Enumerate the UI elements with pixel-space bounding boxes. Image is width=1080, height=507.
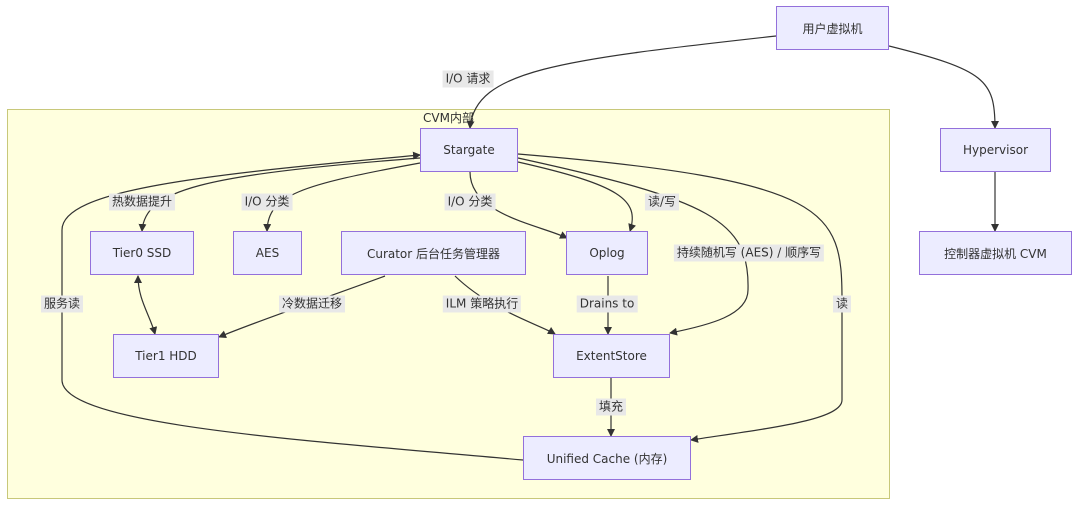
node-curator: Curator 后台任务管理器 [341,231,526,275]
node-hypervisor: Hypervisor [940,128,1051,172]
edge-curator-to-extentstore [454,275,556,335]
edge-label-io-classify-aes: I/O 分类 [241,193,293,211]
edge-label-serve-read: 服务读 [40,295,84,313]
edge-label-cold-migrate: 冷数据迁移 [278,295,346,313]
edge-label-io-classify-oplog: I/O 分类 [444,193,496,211]
node-tier0-ssd: Tier0 SSD [90,231,194,275]
edge-label-sustained-write: 持续随机写 (AES) / 顺序写 [673,244,825,262]
node-controller-vm: 控制器虚拟机 CVM [919,231,1072,275]
edge-uvm-to-hypervisor [888,45,999,129]
node-aes: AES [233,231,302,275]
node-user-vm: 用户虚拟机 [776,6,889,50]
edge-label-ilm-exec: ILM 策略执行 [442,295,522,313]
node-oplog: Oplog [566,231,648,275]
edge-unified-cache-to-stargate [61,151,524,461]
edge-stargate-to-oplog [469,171,568,239]
edge-label-drains-to: Drains to [576,295,638,313]
node-stargate: Stargate [420,128,518,172]
edge-stargate-to-extentstore [517,157,749,336]
edge-uvm-to-stargate [466,35,777,129]
edge-label-read: 读 [832,295,852,313]
node-unified-cache: Unified Cache (内存) [523,436,691,480]
edge-label-hot-promote: 热数据提升 [108,193,176,211]
edge-stargate-to-oplog-rw [517,161,636,232]
edge-stargate-to-unified-cache [517,153,843,443]
edge-label-fill: 填充 [595,398,627,416]
cluster-title: CVM内部 [423,111,474,125]
node-tier1-hdd: Tier1 HDD [113,334,219,378]
edge-tier0-tier1 [134,275,158,335]
node-extentstore: ExtentStore [553,334,670,378]
edge-stargate-to-tier0 [138,157,421,232]
edge-label-io-request: I/O 请求 [442,70,494,88]
edge-label-read-write: 读/写 [644,193,680,211]
edge-stargate-to-aes [263,162,421,232]
